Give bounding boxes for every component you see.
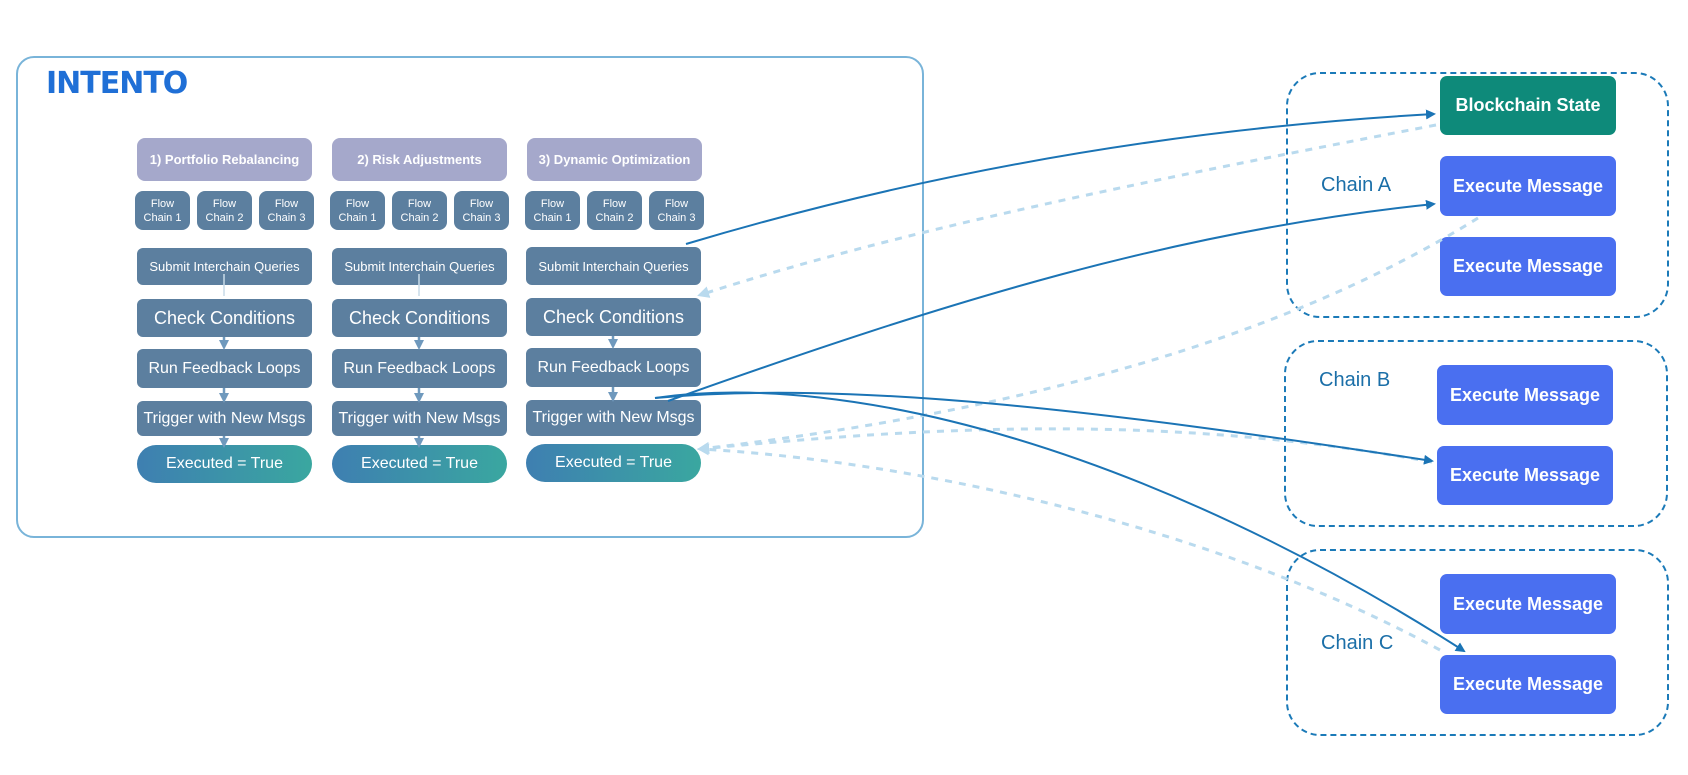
execute-message-box: Execute Message — [1440, 237, 1616, 296]
column-header: 2) Risk Adjustments — [332, 138, 507, 181]
step-run-feedback-loops: Run Feedback Loops — [526, 348, 701, 387]
intento-logo: INTENTO — [46, 66, 188, 101]
step-submit-queries: Submit Interchain Queries — [332, 248, 507, 285]
column-header: 3) Dynamic Optimization — [527, 138, 702, 181]
step-submit-queries: Submit Interchain Queries — [526, 247, 701, 285]
chain-a-label: Chain A — [1321, 174, 1392, 196]
execute-message-box: Execute Message — [1440, 156, 1616, 216]
blockchain-state-box: Blockchain State — [1440, 76, 1616, 135]
step-run-feedback-loops: Run Feedback Loops — [137, 349, 312, 388]
step-run-feedback-loops: Run Feedback Loops — [332, 349, 507, 388]
step-check-conditions: Check Conditions — [332, 299, 507, 337]
step-trigger-new-msgs: Trigger with New Msgs — [526, 400, 701, 436]
step-trigger-new-msgs: Trigger with New Msgs — [332, 401, 507, 436]
execute-message-box: Execute Message — [1440, 655, 1616, 714]
step-submit-queries: Submit Interchain Queries — [137, 248, 312, 285]
result-executed-true: Executed = True — [526, 444, 701, 482]
step-check-conditions: Check Conditions — [526, 298, 701, 336]
execute-message-box: Execute Message — [1437, 446, 1613, 505]
result-executed-true: Executed = True — [137, 445, 312, 483]
execute-message-box: Execute Message — [1440, 574, 1616, 634]
chain-c-label: Chain C — [1321, 632, 1394, 654]
result-executed-true: Executed = True — [332, 445, 507, 483]
chain-b-label: Chain B — [1319, 369, 1391, 391]
step-trigger-new-msgs: Trigger with New Msgs — [137, 401, 312, 436]
execute-message-box: Execute Message — [1437, 365, 1613, 425]
column-header: 1) Portfolio Rebalancing — [137, 138, 312, 181]
step-check-conditions: Check Conditions — [137, 299, 312, 337]
